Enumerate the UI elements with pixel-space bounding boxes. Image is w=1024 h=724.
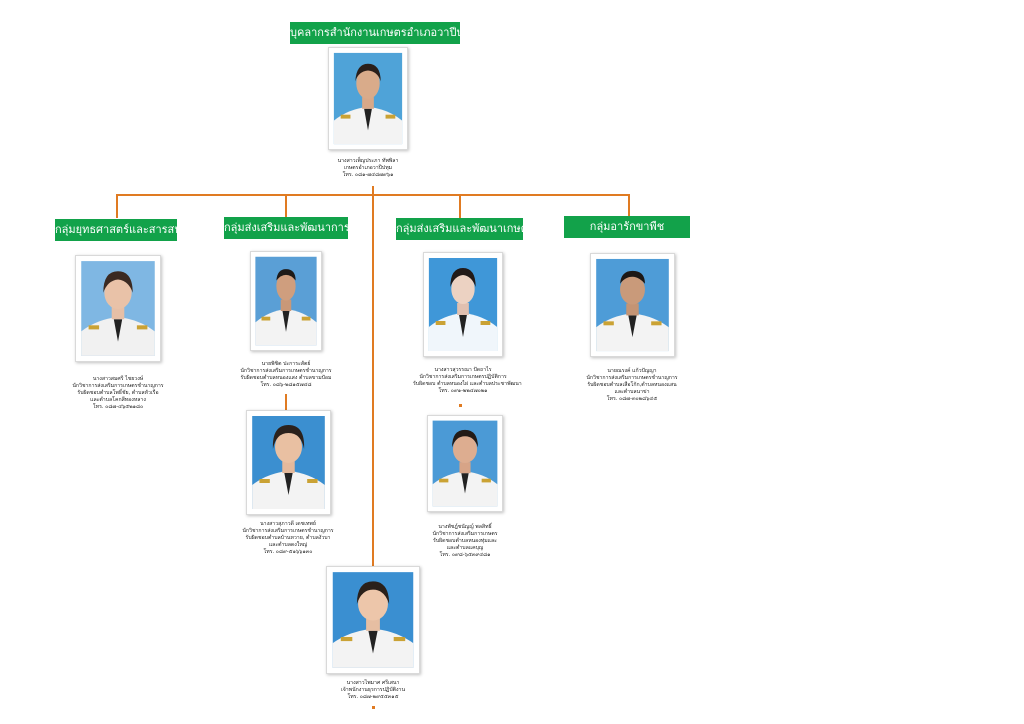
person-portrait-icon — [76, 256, 160, 361]
staff-phone: โทร. ๐๘๙-๕๑๖๖๑๓๐ — [263, 549, 313, 555]
group-header-production: กลุ่มส่งเสริมและพัฒนาการผลิต — [224, 217, 370, 239]
org-chart-title: บุคลากรสำนักงานเกษตรอำเภอวาปีปทุม — [290, 22, 478, 44]
connector-drop-g1 — [116, 194, 118, 218]
staff-position: เจ้าพนักงานธุรการปฏิบัติงาน — [340, 687, 406, 693]
staff-area: รับผิดชอบตำบลเสือโก้ก,ตำบลหนองแสน — [587, 382, 677, 388]
staff-phone: โทร. ๐๘๗-๒๙๕๕๓๑๕ — [347, 694, 399, 700]
connector-line-top — [372, 186, 374, 196]
staff-phone: โทร. ๐๘๖-๒๘๑๕๗๔๘ — [260, 382, 312, 388]
staff-area: รับผิดชอบตำบลบ้านหวาย, ตำบลงัวบา — [245, 535, 331, 541]
caption-g3-1: นางสาวสุวรรณา ปัดถาไร นักวิชาการส่งเสริม… — [413, 367, 522, 395]
portrait-bottom — [326, 566, 420, 674]
portrait-g2-1 — [250, 251, 322, 351]
portrait-g1-1 — [75, 255, 161, 362]
group-header-farmer-dev: กลุ่มส่งเสริมและพัฒนาเกษตรกร — [396, 218, 546, 240]
staff-name: นางพัชฎ์ชนัญญ์ พลสิทธิ์ — [438, 524, 492, 530]
staff-phone: โทร. ๐๘๗-๔๖๕๒๑๘๐ — [92, 404, 144, 410]
connector-drop-g2 — [285, 194, 287, 218]
staff-position: นักวิชาการส่งเสริมการเกษตรชำนาญการ — [240, 368, 332, 374]
connector-line-trunk — [372, 194, 374, 566]
staff-name: นางสาวสุวรรณา ปัดถาไร — [434, 367, 492, 373]
portrait-g3-2 — [427, 415, 503, 512]
staff-phone: โทร. ๐๘๑-๗๔๘๗๙๖๑ — [342, 172, 394, 178]
caption-chief: นางสาวเพ็ญประภา ทัพพิลา เกษตรอำเภอวาปีปท… — [318, 158, 418, 179]
staff-area: และตำบลโคกสีทองหลาง — [90, 397, 146, 403]
person-portrait-icon — [327, 567, 419, 673]
staff-position: นักวิชาการส่งเสริมการเกษตร — [432, 531, 498, 537]
portrait-chief — [328, 47, 408, 150]
staff-name: นางสาวเพ็ญประภา ทัพพิลา — [337, 158, 399, 164]
caption-bottom: นางสาวไพมาศ ศรีเสนา เจ้าพนักงานธุรการปฏิ… — [323, 680, 423, 701]
staff-name: นายณรงค์ แก้วปัญญา — [607, 368, 657, 374]
staff-area: รับผิดชอบตำบลหนองแสง ตำบลขามป้อม — [240, 375, 332, 381]
connector-drop-g3 — [459, 194, 461, 218]
portrait-g3-1 — [423, 252, 503, 357]
group-header-plant-protection: กลุ่มอารักขาพืช — [564, 216, 690, 238]
person-portrait-icon — [424, 253, 502, 356]
caption-g1-1: นางสาวสมศรี ไชยวงษ์ นักวิชาการส่งเสริมกา… — [68, 376, 168, 411]
person-portrait-icon — [247, 411, 330, 514]
person-portrait-icon — [428, 416, 502, 511]
connector-g2-stack — [285, 394, 287, 410]
person-portrait-icon — [591, 254, 674, 356]
connector-dot-g3 — [459, 404, 462, 407]
staff-area: และตำบลแคบุญ — [446, 545, 484, 551]
staff-phone: โทร. ๐๙๘-๖๕๓๙๔๘๑ — [439, 552, 491, 558]
caption-g4-1: นายณรงค์ แก้วปัญญา นักวิชาการส่งเสริมการ… — [582, 368, 682, 403]
staff-position: นักวิชาการส่งเสริมการเกษตรชำนาญการ — [586, 375, 678, 381]
staff-name: นางสาวสมศรี ไชยวงษ์ — [92, 376, 144, 382]
portrait-g4-1 — [590, 253, 675, 357]
caption-g3-2: นางพัชฎ์ชนัญญ์ พลสิทธิ์ นักวิชาการส่งเสร… — [415, 524, 515, 559]
staff-area: และตำบลนาข่า — [614, 389, 650, 395]
person-portrait-icon — [251, 252, 321, 350]
staff-area: และตำบลดงใหญ่ — [268, 542, 308, 548]
staff-name: นางสาวสุภาวดี เดชเทพย์ — [260, 521, 316, 527]
staff-area: รับผิดชอบตำบลโพธิ์ชัย, ตำบลหัวเรือ — [77, 390, 159, 396]
portrait-g2-2 — [246, 410, 331, 515]
staff-name: นายพิชิต ปะการะสัตย์ — [261, 361, 311, 367]
staff-position: นักวิชาการส่งเสริมการเกษตรปฏิบัติการ — [419, 374, 507, 380]
group-header-strategy: กลุ่มยุทธศาสตร์และสารสนเทศ — [55, 219, 200, 241]
caption-g2-2: นางสาวสุภาวดี เดชเทพย์ นักวิชาการส่งเสริ… — [238, 521, 338, 556]
staff-position: เกษตรอำเภอวาปีปทุม — [343, 165, 393, 171]
staff-area: รับผิดชอบตำบลหนองทุ่มและ — [433, 538, 497, 544]
staff-phone: โทร. ๐๘๗-๓๐๒๘๖๔๕ — [606, 396, 658, 402]
staff-phone: โทร. ๐๙๑-๒๒๔๗๐๒๑ — [438, 388, 488, 394]
staff-area: รับผิดชอบ ตำบลหนองไผ่ และตำบลประชาพัฒนา — [413, 381, 522, 387]
connector-drop-g4 — [628, 194, 630, 218]
caption-g2-1: นายพิชิต ปะการะสัตย์ นักวิชาการส่งเสริมก… — [236, 361, 336, 389]
staff-position: นักวิชาการส่งเสริมการเกษตรชำนาญการ — [72, 383, 164, 389]
staff-name: นางสาวไพมาศ ศรีเสนา — [346, 680, 400, 686]
staff-position: นักวิชาการส่งเสริมการเกษตรชำนาญการ — [242, 528, 334, 534]
connector-dot-bottom — [372, 706, 375, 709]
person-portrait-icon — [329, 48, 407, 149]
